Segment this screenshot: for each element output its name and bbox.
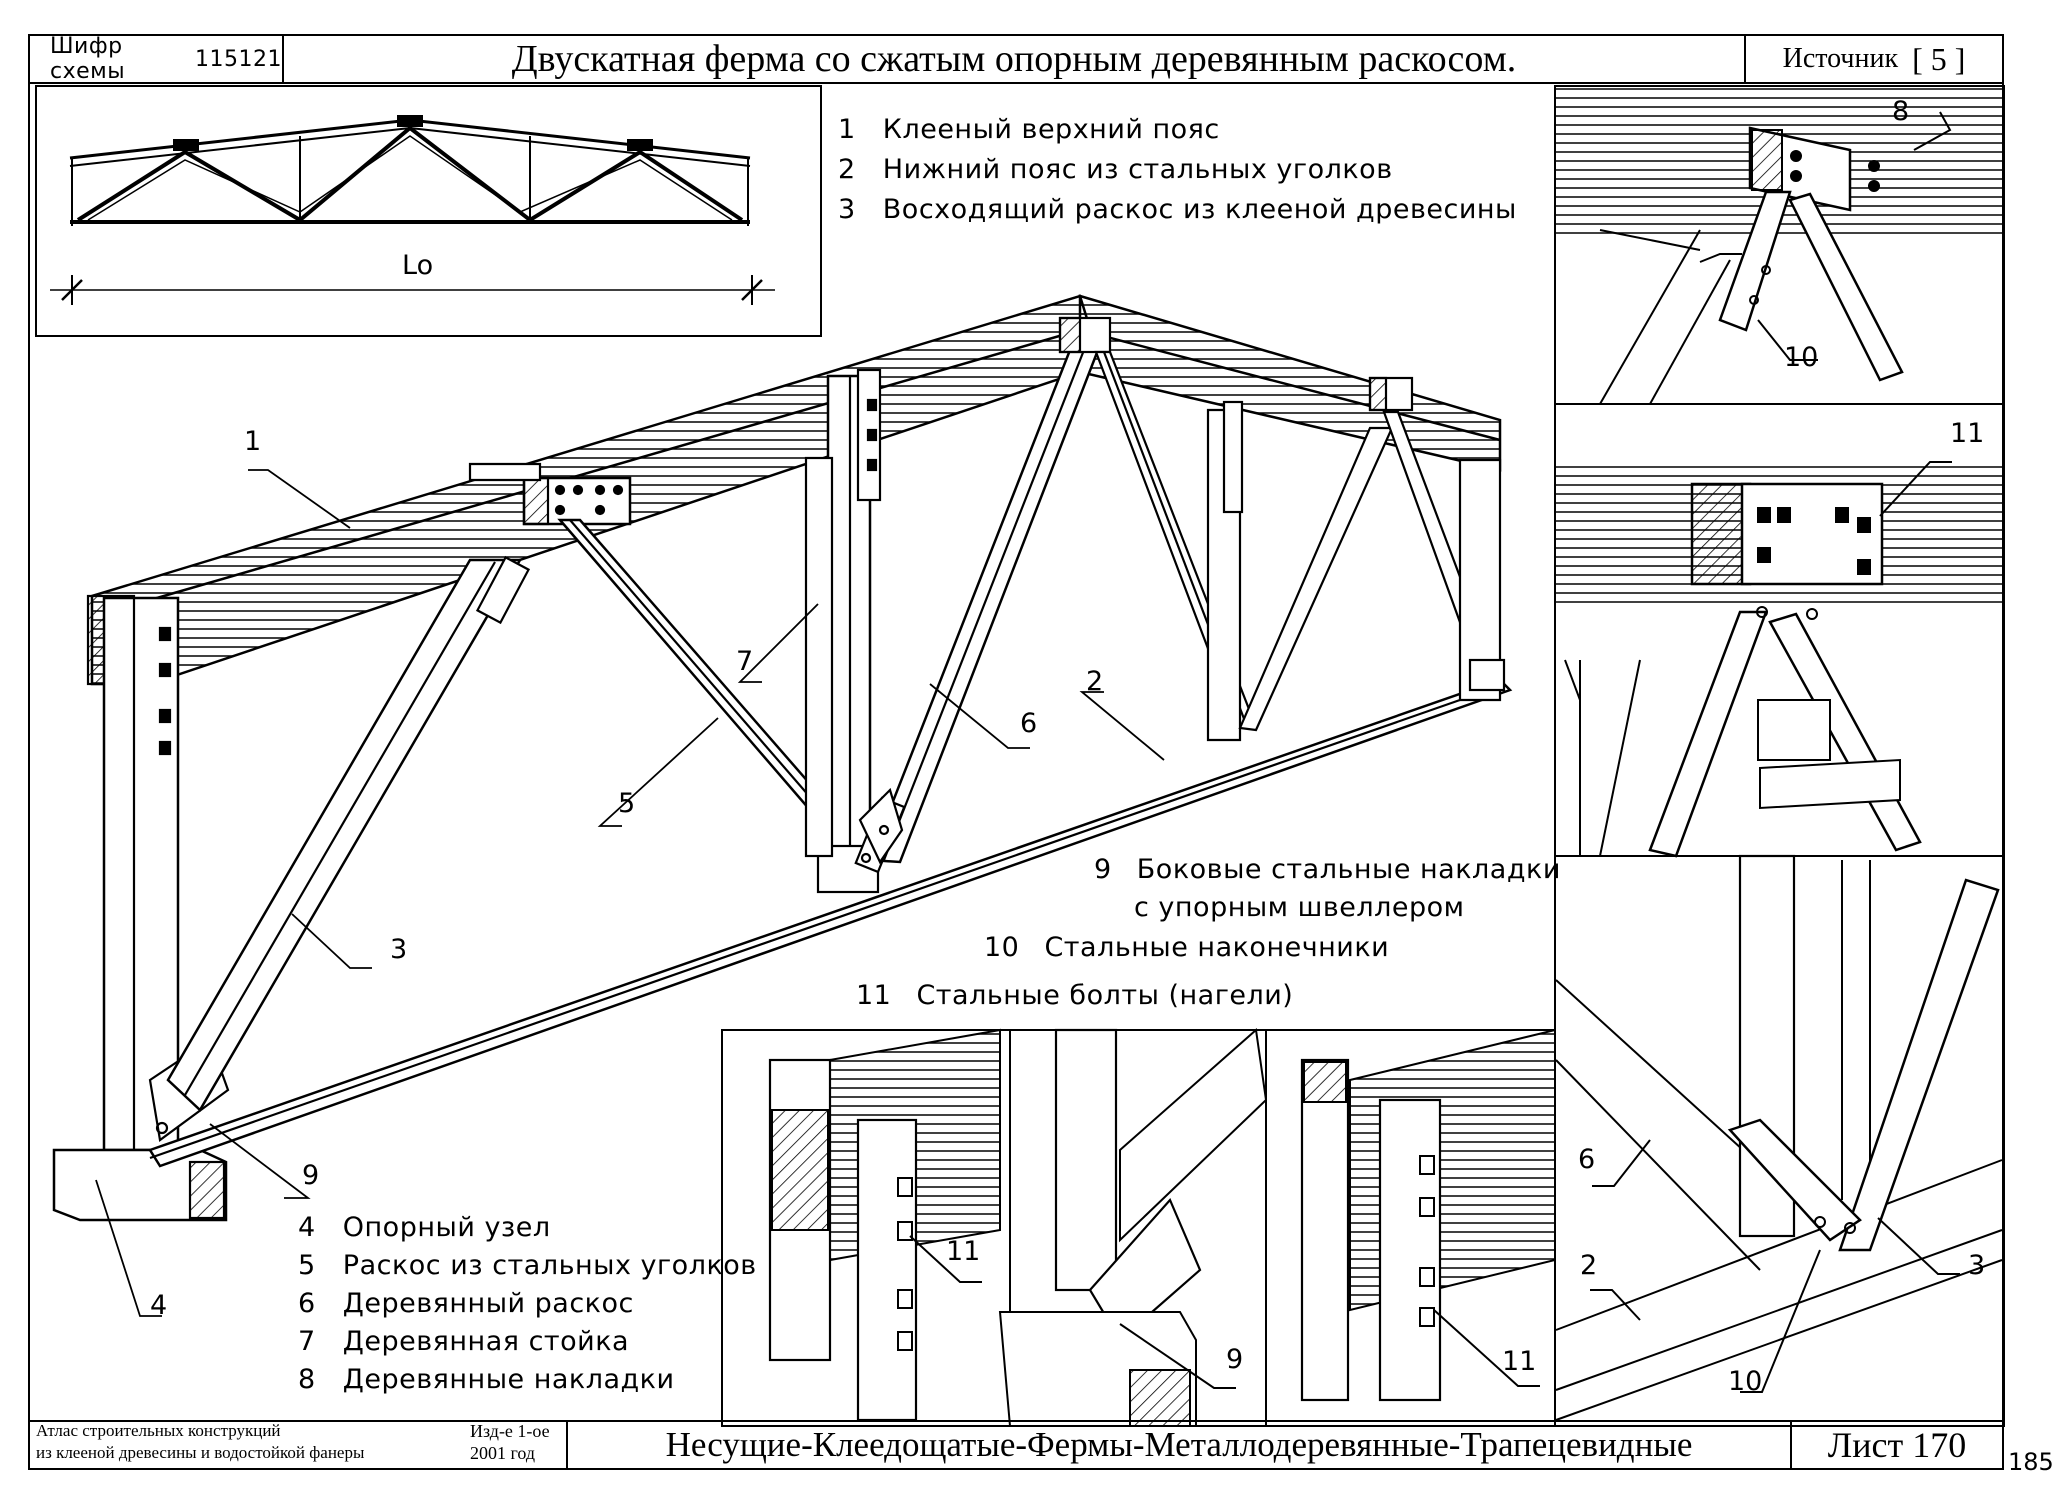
legend-item-11: 11 Стальные болты (нагели) [856, 980, 1294, 1011]
bottom-detail-callout-9: 9 [1226, 1344, 1244, 1375]
legend-item: 7 Деревянная стойка [298, 1326, 630, 1357]
callout-1: 1 [244, 426, 262, 457]
legend-item: 8 Деревянные накладки [298, 1364, 675, 1395]
source-value: [ 5 ] [1912, 40, 1966, 77]
category-title: Несущие-Клеедощатые-Фермы-Металлодеревян… [665, 1425, 1693, 1464]
detail-callout-11: 11 [1950, 418, 1985, 449]
legend-bottom: 4 Опорный узел 5 Раскос из стальных угол… [298, 1212, 757, 1402]
callout-3: 3 [390, 934, 408, 965]
detail-callout-2: 2 [1580, 1250, 1598, 1281]
legend-item: 1 Клееный верхний пояс [838, 114, 1220, 145]
detail-callout-3: 3 [1968, 1250, 1986, 1281]
legend-item: 5 Раскос из стальных уголков [298, 1250, 757, 1281]
edition-line-2: 2001 год [470, 1443, 536, 1463]
bottom-detail-callout-11b: 11 [1502, 1346, 1537, 1377]
detail-callout-10: 10 [1784, 342, 1819, 373]
legend-item: 2 Нижний пояс из стальных уголков [838, 154, 1393, 185]
callout-leaders [95, 469, 1165, 1317]
legend-item: 6 Деревянный раскос [298, 1288, 634, 1319]
inset-span-label: Lo [402, 250, 434, 281]
callout-5: 5 [618, 788, 636, 819]
footer-category-cell: Несущие-Клеедощатые-Фермы-Металлодеревян… [566, 1420, 1792, 1470]
atlas-line-1: Атлас строительных конструкций [36, 1421, 281, 1440]
detail-callout-10b: 10 [1728, 1366, 1763, 1397]
scheme-code-label: Шифр схемы [50, 34, 126, 84]
detail-callout-6: 6 [1578, 1144, 1596, 1175]
source-label: Источник [1782, 43, 1899, 74]
scheme-code-cell: Шифр схемы 115121 [28, 34, 284, 84]
bottom-detail-callout-11: 11 [946, 1236, 981, 1267]
callout-6: 6 [1020, 708, 1038, 739]
atlas-line-2: из клееной древесины и водостойкой фанер… [36, 1443, 365, 1462]
legend-top: 1 Клееный верхний пояс 2 Нижний пояс из … [838, 114, 1517, 234]
edition-line-1: Изд-е 1-ое [470, 1421, 550, 1441]
main-truss [52, 294, 1513, 1222]
sheet-number: Лист 170 [1827, 1425, 1967, 1465]
legend-item-9b: с упорным швеллером [1134, 892, 1465, 923]
callout-7: 7 [736, 646, 754, 677]
legend-item: 3 Восходящий раскос из клееной древесины [838, 194, 1517, 225]
title-cell: Двускатная ферма со сжатым опорным дерев… [282, 34, 1746, 84]
page-title: Двускатная ферма со сжатым опорным дерев… [511, 38, 1517, 80]
detail-column [721, 85, 2005, 1427]
callout-9: 9 [302, 1160, 320, 1191]
source-cell: Источник [ 5 ] [1744, 34, 2004, 84]
page-number: 185 [2008, 1448, 2052, 1476]
callout-4: 4 [150, 1290, 168, 1321]
legend-item: 4 Опорный узел [298, 1212, 551, 1243]
detail-callout-8: 8 [1892, 96, 1910, 127]
scheme-code-value: 115121 [195, 46, 282, 72]
legend-item-10: 10 Стальные наконечники [984, 932, 1390, 963]
inset-elevation [35, 85, 822, 337]
callout-2: 2 [1086, 666, 1104, 697]
legend-item-9: 9 Боковые стальные накладки [1094, 854, 1561, 885]
footer-sheet-cell: Лист 170 [1790, 1420, 2004, 1470]
